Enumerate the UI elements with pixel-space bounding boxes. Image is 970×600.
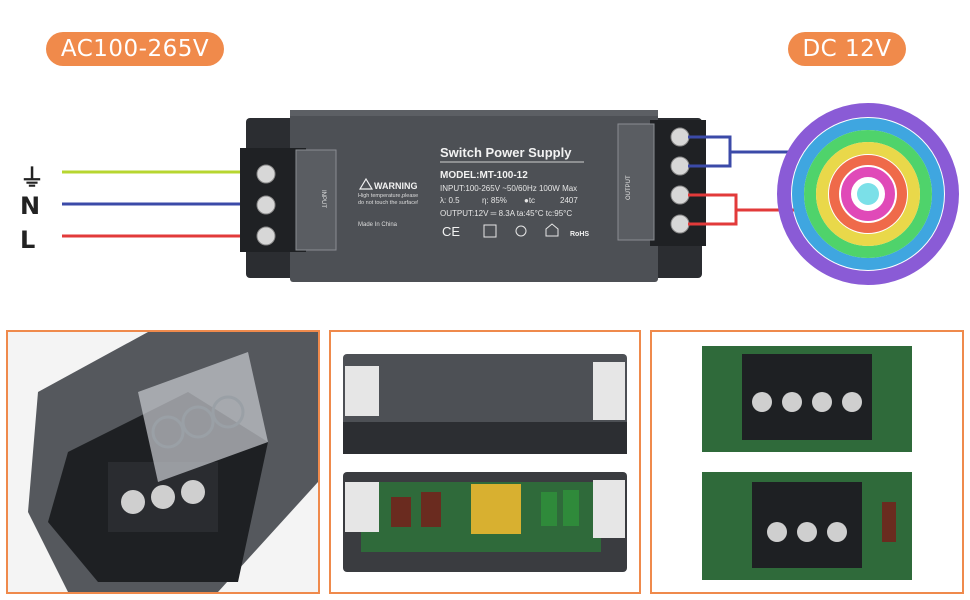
top-and-inside-view-image (331, 332, 639, 592)
top-and-inside-view-panel (329, 330, 641, 594)
ground-label: ⏚ (20, 164, 44, 192)
psu-efficiency: η: 85% (482, 196, 507, 205)
input-voltage-badge: AC100-265V (46, 32, 224, 66)
terminal-closeup-image (8, 332, 318, 592)
warning-title: WARNING (374, 181, 418, 191)
indoor-use-icon (545, 223, 559, 237)
psu-input-spec: INPUT:100-265V ~50/60Hz 100W Max (440, 184, 577, 193)
psu-model: MODEL:MT-100-12 (440, 170, 528, 181)
warning-text-2: do not touch the surface! (358, 200, 419, 206)
ce-mark: CE (442, 224, 460, 239)
input-terminal-label: INPUT (320, 190, 326, 208)
made-in-label: Made In China (358, 222, 398, 228)
inside-terminal-panel (650, 330, 964, 594)
line-label: L (20, 226, 36, 254)
certification-icon (483, 224, 497, 238)
neutral-label: N (20, 192, 41, 220)
rohs-mark: RoHS (570, 231, 589, 238)
output-terminal-cover (617, 123, 655, 241)
output-voltage-badge: DC 12V (788, 32, 906, 66)
led-strip-reel (777, 103, 959, 285)
input-screws (256, 164, 276, 246)
psu-lot: 2407 (560, 196, 578, 205)
psu-lambda: λ: 0.5 (440, 196, 460, 205)
terminal-closeup-panel (6, 330, 320, 594)
inside-terminal-image (652, 332, 962, 592)
output-terminal-label: OUTPUT (626, 175, 632, 200)
psu-tc: ●tc (524, 196, 535, 205)
main-product-illustration: Switch Power Supply MODEL:MT-100-12 INPU… (62, 103, 959, 285)
psu-output-spec: OUTPUT:12V ═ 8.3A ta:45°C tc:95°C (440, 209, 572, 218)
input-terminal-cover (295, 149, 337, 251)
warning-icon (358, 177, 374, 190)
safety-icon (515, 225, 527, 237)
psu-title: Switch Power Supply (440, 145, 572, 160)
psu-housing (290, 110, 658, 282)
warning-text-1: High temperature,please (358, 193, 418, 199)
